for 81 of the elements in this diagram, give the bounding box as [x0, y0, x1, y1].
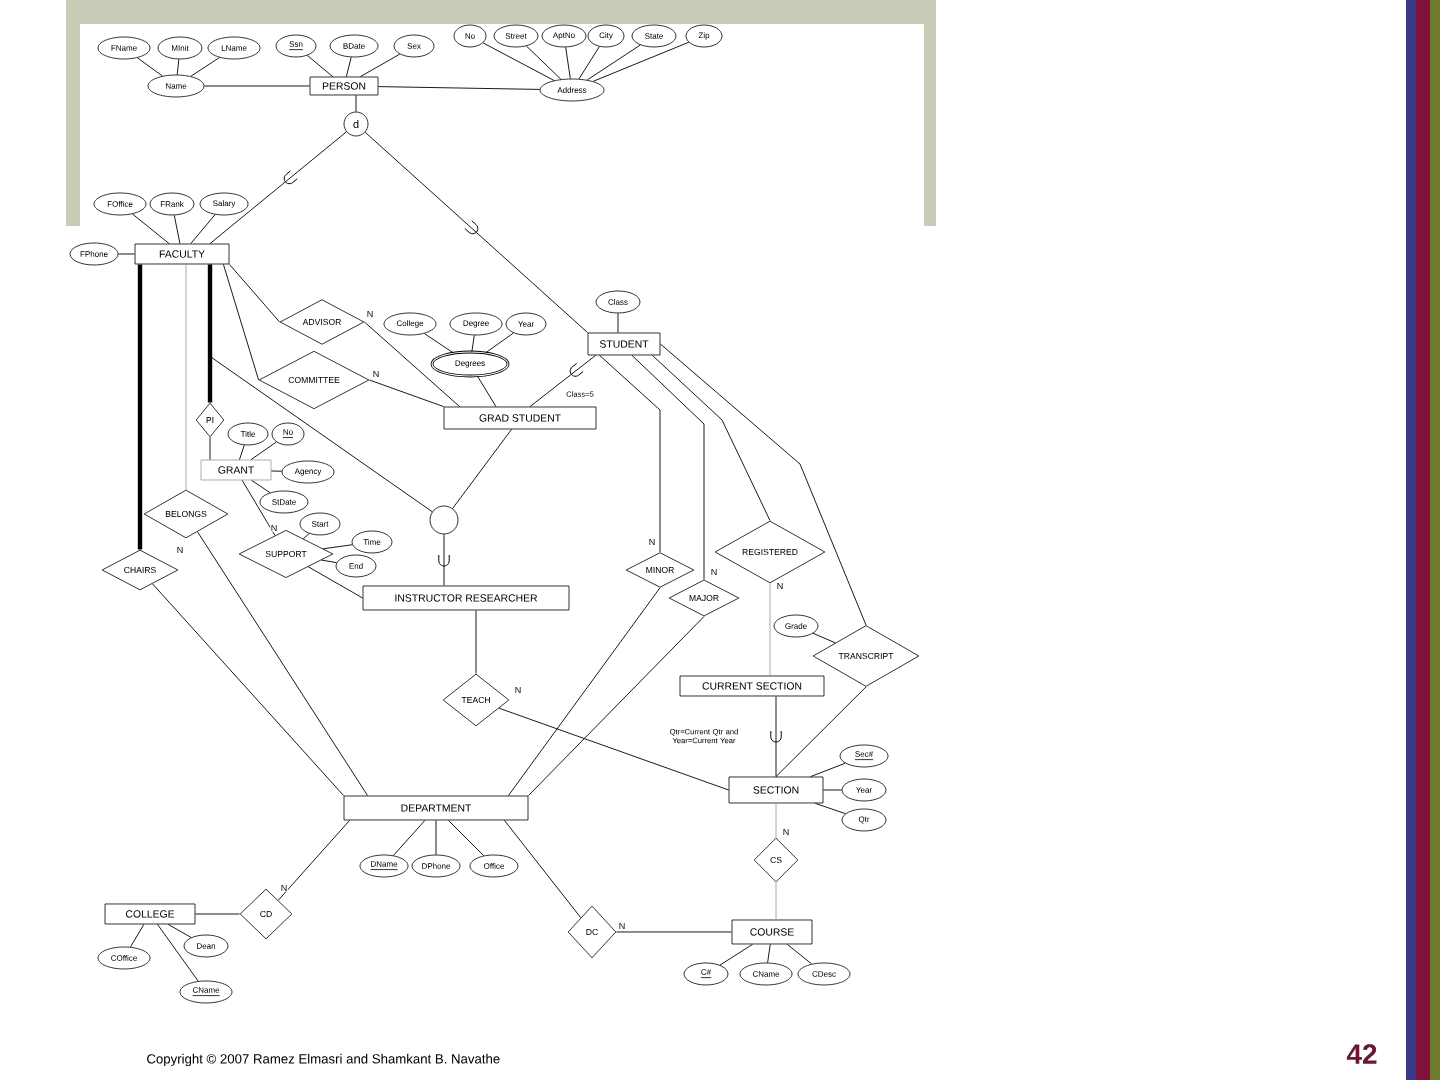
connector-line [176, 58, 180, 76]
connector-line [130, 923, 145, 948]
connector-line [786, 943, 812, 965]
connector-line [498, 707, 730, 791]
connector-line [812, 632, 836, 644]
connector-line [250, 441, 277, 461]
connector-line [197, 531, 369, 797]
connector-line [190, 214, 216, 245]
union-circle [429, 505, 459, 535]
connector-line [471, 334, 475, 353]
connector-line [228, 263, 281, 323]
connector-line [368, 379, 445, 408]
connector-line [775, 881, 777, 921]
connector-line [651, 354, 771, 522]
connector-line [173, 214, 181, 245]
connector-line [507, 587, 661, 797]
connector-line [345, 56, 352, 78]
connector-line [443, 533, 445, 587]
connector-line [435, 819, 437, 856]
connector-line [152, 583, 345, 797]
connector-line [132, 213, 170, 245]
connector-line [503, 819, 582, 919]
connector-line [423, 333, 454, 354]
page-number: 42 [1346, 1044, 1377, 1064]
connector-line [322, 544, 353, 550]
connector-line [527, 616, 705, 797]
connector-line [529, 354, 597, 408]
connector-line [194, 913, 241, 915]
connector-line [659, 343, 867, 626]
connector-line [565, 46, 571, 80]
connector-line [775, 695, 777, 778]
connector-line [360, 53, 401, 78]
connector-line [207, 264, 213, 403]
connector-line [452, 428, 512, 509]
connector-line [277, 819, 351, 901]
connector-line [209, 263, 433, 513]
connector-line [767, 943, 771, 964]
connector-line [775, 686, 867, 778]
connector-line [775, 802, 777, 839]
connector-line [209, 131, 347, 245]
connector-line [526, 45, 562, 80]
connector-line [485, 332, 514, 354]
connector-line [578, 46, 600, 80]
connector-line [393, 819, 426, 856]
connector-line [586, 44, 641, 81]
connector-line [810, 762, 846, 778]
connector-line [167, 923, 192, 938]
connector-line [355, 94, 357, 113]
connector-line [447, 819, 485, 857]
connector-line [251, 479, 271, 494]
connector-line [239, 444, 245, 461]
connector-line [222, 263, 260, 381]
connector-line [475, 609, 477, 675]
connector-line [631, 354, 705, 580]
connector-line [482, 42, 555, 81]
connector-line [769, 582, 771, 677]
connector-line [203, 85, 311, 87]
connector-line [814, 802, 846, 815]
connector-line [137, 264, 143, 550]
connector-line [302, 533, 310, 540]
connector-line [117, 253, 136, 255]
connector-line [185, 263, 187, 491]
connector-line [241, 479, 276, 536]
connector-line [270, 470, 283, 472]
connector-line [363, 321, 461, 408]
connector-line [822, 789, 843, 791]
connector-line [321, 559, 337, 564]
connector-line [615, 931, 733, 933]
connector-line [307, 566, 364, 599]
connector-line [592, 41, 690, 82]
connector-line [599, 354, 661, 553]
connector-line [190, 57, 220, 77]
connector-line [617, 312, 619, 334]
connector-line [364, 131, 589, 334]
connector-line [377, 86, 541, 90]
connector-line [157, 923, 199, 982]
connector-line [209, 436, 211, 461]
connector-line [306, 55, 334, 78]
connector-line [477, 375, 497, 408]
connector-line [719, 943, 753, 966]
connector-line [137, 57, 163, 77]
